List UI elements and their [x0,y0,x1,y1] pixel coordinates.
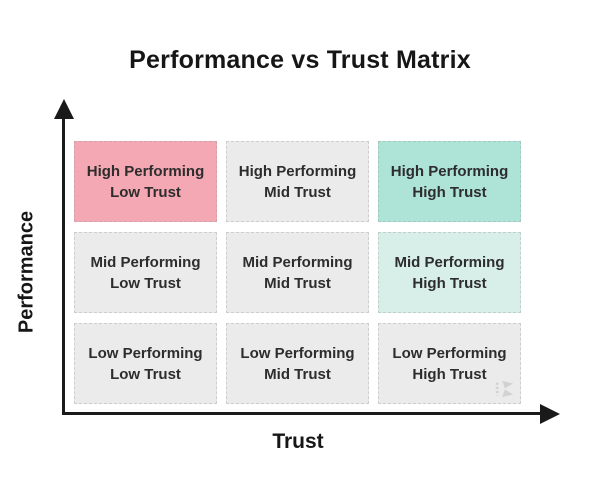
figure-title: Performance vs Trust Matrix [129,46,471,74]
matrix-cell-low-performing-low-trust: Low Performing Low Trust [74,323,217,404]
y-axis-label: Performance [15,210,38,334]
matrix-cell-low-performing-mid-trust: Low Performing Mid Trust [226,323,369,404]
matrix-cell-high-performing-high-trust: High Performing High Trust [378,141,521,222]
cell-label-line2: Low Trust [110,274,181,292]
cell-label-line1: Low Performing [88,344,203,362]
matrix-cell-high-performing-low-trust: High Performing Low Trust [74,141,217,222]
x-axis-line [62,412,545,415]
cell-label-line1: High Performing [86,162,205,180]
matrix-cell-mid-performing-high-trust: Mid Performing High Trust [378,232,521,313]
matrix-grid: High Performing Low Trust High Performin… [74,141,521,404]
x-axis-label: Trust [272,430,324,453]
x-axis-arrow-icon [540,403,560,424]
matrix-cell-mid-performing-mid-trust: Mid Performing Mid Trust [226,232,369,313]
cell-label-line2: High Trust [412,365,487,383]
cell-label-line2: Low Trust [110,365,181,383]
cell-label-line1: Mid Performing [90,253,201,271]
cell-label-line2: High Trust [412,274,487,292]
cell-label-line2: Mid Trust [264,365,331,383]
cell-label-line1: Mid Performing [394,253,505,271]
cell-label-line1: Low Performing [392,344,507,362]
cell-label-line1: High Performing [390,162,509,180]
y-axis-line [62,104,65,415]
matrix-cell-mid-performing-low-trust: Mid Performing Low Trust [74,232,217,313]
cell-label-line2: Mid Trust [264,274,331,292]
cell-label-line1: Low Performing [240,344,355,362]
cell-label-line2: Low Trust [110,183,181,201]
cell-label-line1: Mid Performing [242,253,353,271]
cell-label-line2: Mid Trust [264,183,331,201]
matrix-cell-low-performing-high-trust: Low Performing High Trust [378,323,521,404]
matrix-cell-high-performing-mid-trust: High Performing Mid Trust [226,141,369,222]
cell-label-line1: High Performing [238,162,357,180]
cell-label-line2: High Trust [412,183,487,201]
brand-logo-icon [495,380,514,398]
